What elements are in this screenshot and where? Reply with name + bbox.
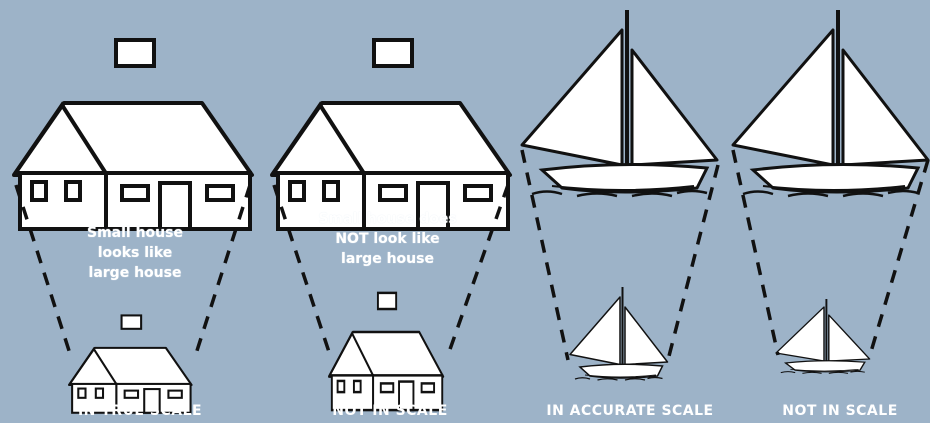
large-boat-1 — [522, 10, 717, 196]
label-not-in-scale-house: NOT IN SCALE — [300, 403, 480, 419]
small-boat-accurate-scale — [570, 287, 668, 380]
note-true-scale: Small house looks like large house — [60, 223, 210, 283]
label-in-true-scale: IN TRUE SCALE — [50, 403, 230, 419]
large-boat-2 — [733, 10, 928, 196]
small-boat-not-in-scale — [776, 299, 870, 373]
note-not-in-scale: Small house does NOT look like large hou… — [295, 209, 480, 269]
small-house-true-scale — [69, 315, 192, 412]
label-not-in-scale-boat: NOT IN SCALE — [760, 403, 920, 419]
large-house-1 — [14, 40, 252, 229]
small-house-not-in-scale — [329, 293, 443, 410]
large-house-2 — [272, 40, 510, 229]
label-in-accurate-scale: IN ACCURATE SCALE — [530, 403, 730, 419]
